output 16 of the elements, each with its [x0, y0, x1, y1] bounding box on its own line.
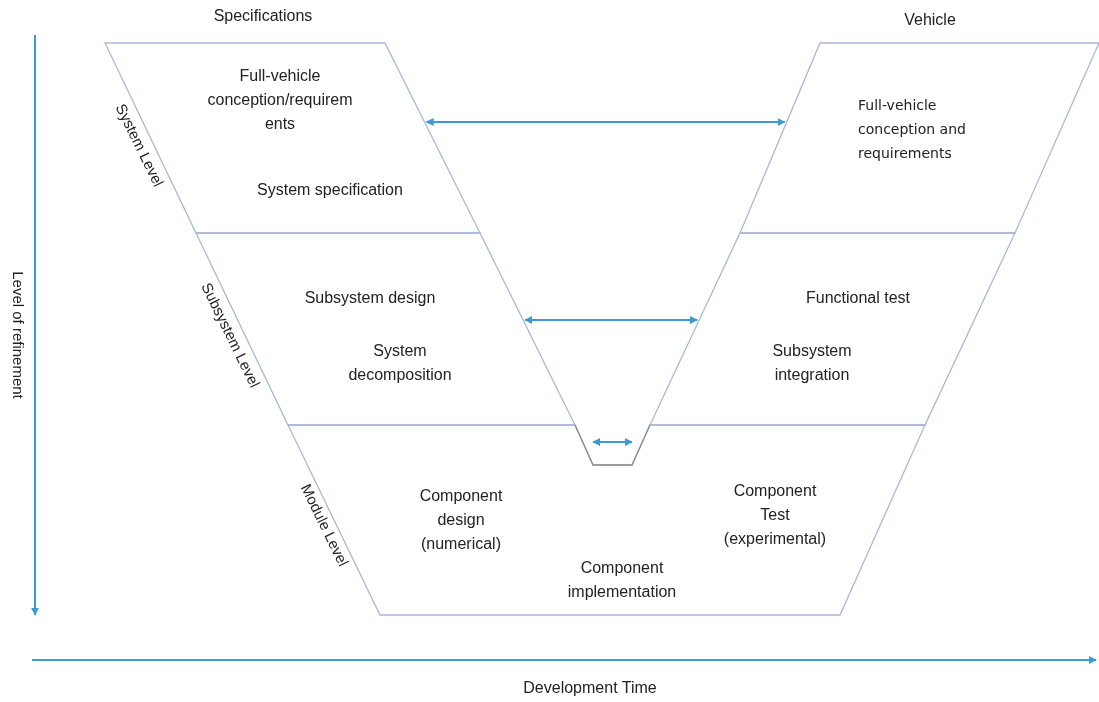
stage-text: Full-vehicle conception/requirem ents [206, 66, 354, 134]
column-heading: Vehicle [904, 11, 956, 29]
axis-label: Development Time [523, 679, 657, 697]
stage-text: Subsystem design [303, 288, 437, 308]
stage-text: Functional test [804, 288, 912, 308]
column-heading: Specifications [213, 7, 313, 25]
stage-text: Subsystem integration [771, 341, 853, 385]
double-arrow [425, 118, 786, 126]
stage-text: System decomposition [347, 341, 453, 385]
double-arrow [524, 316, 699, 324]
stage-text: Component implementation [566, 558, 678, 602]
stage-text: System specification [256, 180, 404, 200]
stage-text: Full-vehicle conception and requirements [858, 96, 967, 163]
axis-label: Level of refinement [9, 271, 27, 399]
stage-text: Component Test (experimental) [722, 481, 828, 549]
stage-text: Component design (numerical) [418, 486, 504, 554]
